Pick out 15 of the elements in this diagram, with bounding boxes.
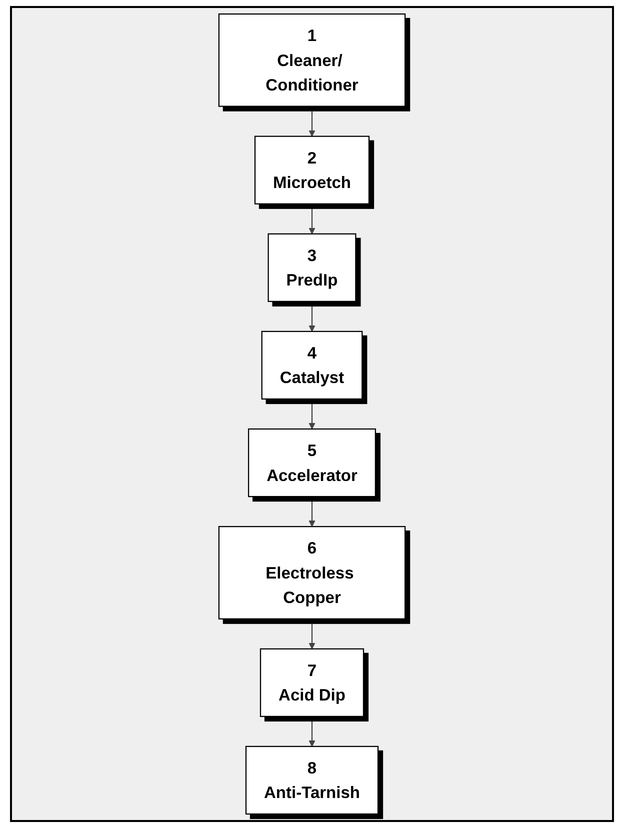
arrow [308,204,316,234]
arrow [308,618,316,650]
node-box: 2 Microetch [254,136,370,204]
node-box: 5 Accelerator [248,428,376,498]
arrow [308,301,316,332]
node-box: 4 Catalyst [261,330,363,400]
arrow [308,106,316,137]
node-box: 7 Acid Dip [260,648,364,717]
arrow [308,716,316,747]
arrow [308,399,316,430]
node-box: 8 Anti-Tarnish [245,746,379,815]
arrow [308,496,316,527]
node-box: 1 Cleaner/ Conditioner [218,13,406,107]
node-box: 3 PredIp [268,233,356,302]
node-box: 6 Electroless Copper [218,526,406,620]
